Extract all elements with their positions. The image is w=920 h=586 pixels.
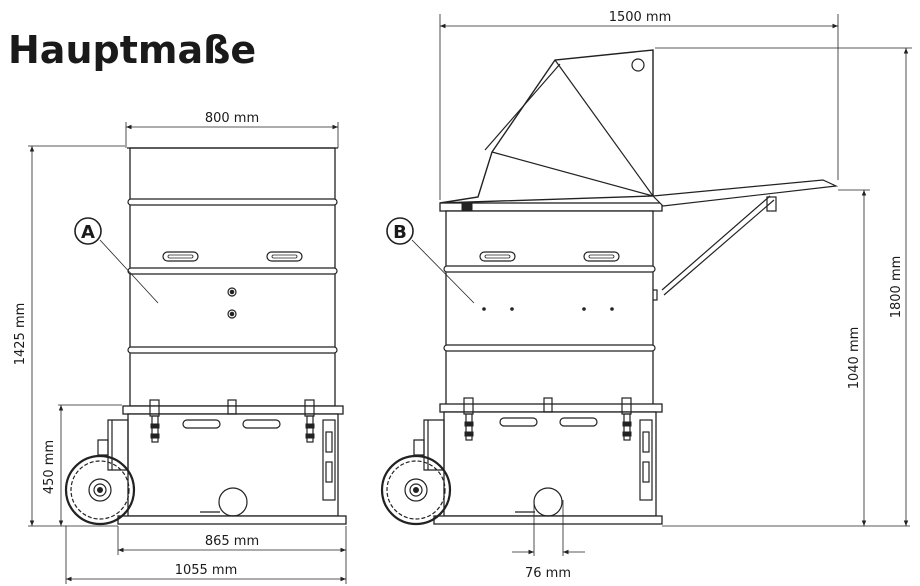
page-title: Hauptmaße	[8, 28, 256, 72]
dim-1055: 1055 mm	[175, 563, 238, 578]
dim-865: 865 mm	[205, 534, 259, 549]
label-a: A	[81, 222, 95, 243]
dim-76: 76 mm	[525, 566, 571, 581]
drum-a-drawing: A	[64, 147, 347, 526]
dim-1500: 1500 mm	[609, 10, 672, 25]
dim-450: 450 mm	[42, 440, 57, 494]
drum-b-drawing: B	[380, 49, 839, 526]
dim-1800: 1800 mm	[889, 256, 904, 319]
drum-a-dimensions: 800 mm 1425 mm 450 mm 865 mm 1055 mm	[13, 111, 347, 584]
dim-1425: 1425 mm	[13, 303, 28, 366]
dim-800: 800 mm	[205, 111, 259, 126]
label-b: B	[393, 222, 407, 243]
drum-b-dimensions: 1500 mm 1040 mm 1800 mm 76 mm	[439, 10, 912, 581]
dim-1040: 1040 mm	[847, 327, 862, 390]
